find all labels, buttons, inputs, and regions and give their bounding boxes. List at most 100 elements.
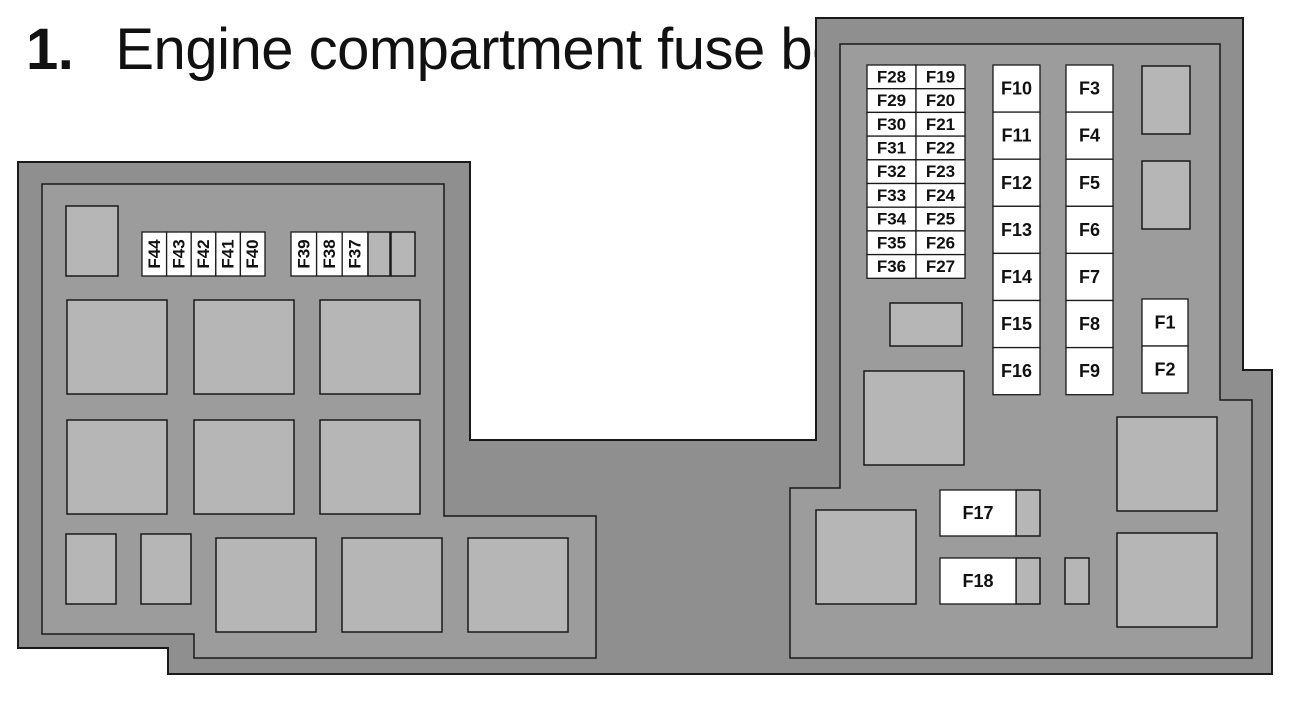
fuse-label: F33	[877, 186, 906, 205]
relay	[140, 533, 192, 605]
fuse-label: F35	[877, 233, 906, 252]
spare-slots	[367, 231, 416, 277]
fuse-label: F27	[926, 257, 955, 276]
fuse-label: F28	[877, 67, 906, 86]
relay	[1015, 557, 1041, 605]
fuse-label: F13	[1001, 220, 1032, 240]
fuse-f6: F6	[1065, 205, 1114, 255]
fuse-label: F37	[346, 239, 365, 268]
fuse-label: F21	[926, 115, 955, 134]
relay	[1116, 532, 1218, 628]
relay	[863, 370, 965, 466]
fuse-label: F25	[926, 210, 955, 229]
fuse-f23: F23	[915, 159, 966, 185]
fuse-f35: F35	[866, 230, 917, 256]
relay	[66, 419, 168, 515]
relay	[193, 419, 295, 515]
fuse-f38: F38	[315, 231, 343, 277]
fuse-f4: F4	[1065, 111, 1114, 160]
fuse-label: F38	[320, 239, 339, 268]
fuse-label: F29	[877, 91, 906, 110]
fuse-label: F15	[1001, 314, 1032, 334]
fuse-f43: F43	[165, 231, 192, 277]
fuse-label: F42	[194, 239, 213, 268]
fuse-body	[915, 253, 966, 279]
fuse-body	[1065, 64, 1114, 113]
fuse-f26: F26	[915, 230, 966, 256]
fuse-body	[992, 346, 1041, 396]
fuse-f7: F7	[1065, 252, 1114, 302]
fuse-f30: F30	[866, 111, 917, 137]
fuse-label: F6	[1079, 220, 1100, 240]
fuse-f9: F9	[1065, 346, 1114, 396]
fuse-f17: F17	[939, 489, 1017, 537]
fuse-label: F18	[962, 571, 993, 591]
spare-slot	[390, 231, 416, 277]
fuse-label: F9	[1079, 361, 1100, 381]
fuse-body	[215, 231, 242, 277]
fuse-body	[939, 489, 1017, 537]
fuse-label: F2	[1154, 360, 1175, 380]
fuse-f29: F29	[866, 88, 917, 114]
fuse-body	[992, 252, 1041, 302]
fuse-label: F23	[926, 162, 955, 181]
fuse-f31: F31	[866, 135, 917, 161]
fuse-f1: F1	[1141, 298, 1189, 347]
fuse-f3: F3	[1065, 64, 1114, 113]
fuse-label: F17	[962, 503, 993, 523]
fuse-label: F41	[219, 239, 238, 268]
left-relays	[65, 205, 569, 633]
fuse-f25: F25	[915, 206, 966, 232]
fuse-body	[1141, 298, 1189, 347]
fuse-label: F1	[1154, 313, 1175, 333]
fuse-f42: F42	[190, 231, 217, 277]
fuse-f20: F20	[915, 88, 966, 114]
relay	[1015, 489, 1041, 537]
fuse-f44: F44	[141, 231, 168, 277]
fuse-f2: F2	[1141, 345, 1189, 394]
fuse-label: F5	[1079, 173, 1100, 193]
fuse-body	[1065, 158, 1114, 207]
fuse-label: F7	[1079, 267, 1100, 287]
fuse-f14: F14	[992, 252, 1041, 302]
relay	[889, 302, 963, 347]
fuse-f24: F24	[915, 182, 966, 208]
fuse-body	[1065, 111, 1114, 160]
fuse-label: F39	[294, 239, 313, 268]
fuse-label: F30	[877, 115, 906, 134]
fuse-label: F36	[877, 257, 906, 276]
relay	[65, 533, 117, 605]
relay	[1141, 160, 1191, 230]
relay	[1141, 65, 1191, 135]
fuse-label: F32	[877, 162, 906, 181]
fuse-f16: F16	[992, 346, 1041, 396]
fuse-f27: F27	[915, 253, 966, 279]
fuse-label: F22	[926, 138, 955, 157]
fuse-f22: F22	[915, 135, 966, 161]
fuse-body	[1141, 345, 1189, 394]
fuse-f37: F37	[341, 231, 369, 277]
fuse-body	[939, 557, 1017, 605]
fuse-f32: F32	[866, 159, 917, 185]
fuse-body	[341, 231, 369, 277]
fuse-label: F8	[1079, 314, 1100, 334]
fuse-f21: F21	[915, 111, 966, 137]
fuse-label: F40	[243, 239, 262, 268]
fuse-body	[992, 205, 1041, 255]
fuse-label: F19	[926, 67, 955, 86]
fuse-f10: F10	[992, 64, 1041, 113]
fuse-body	[992, 64, 1041, 113]
fuse-label: F24	[926, 186, 956, 205]
fuse-body	[992, 111, 1041, 160]
page-title: 1.Engine compartment fuse box.	[26, 18, 889, 82]
relay	[215, 537, 317, 633]
fuse-label: F4	[1079, 126, 1100, 146]
fuse-f34: F34	[866, 206, 917, 232]
relay	[467, 537, 569, 633]
fuse-label: F16	[1001, 361, 1032, 381]
fuse-body	[1065, 252, 1114, 302]
relay	[66, 299, 168, 395]
fuse-f39: F39	[290, 231, 318, 277]
